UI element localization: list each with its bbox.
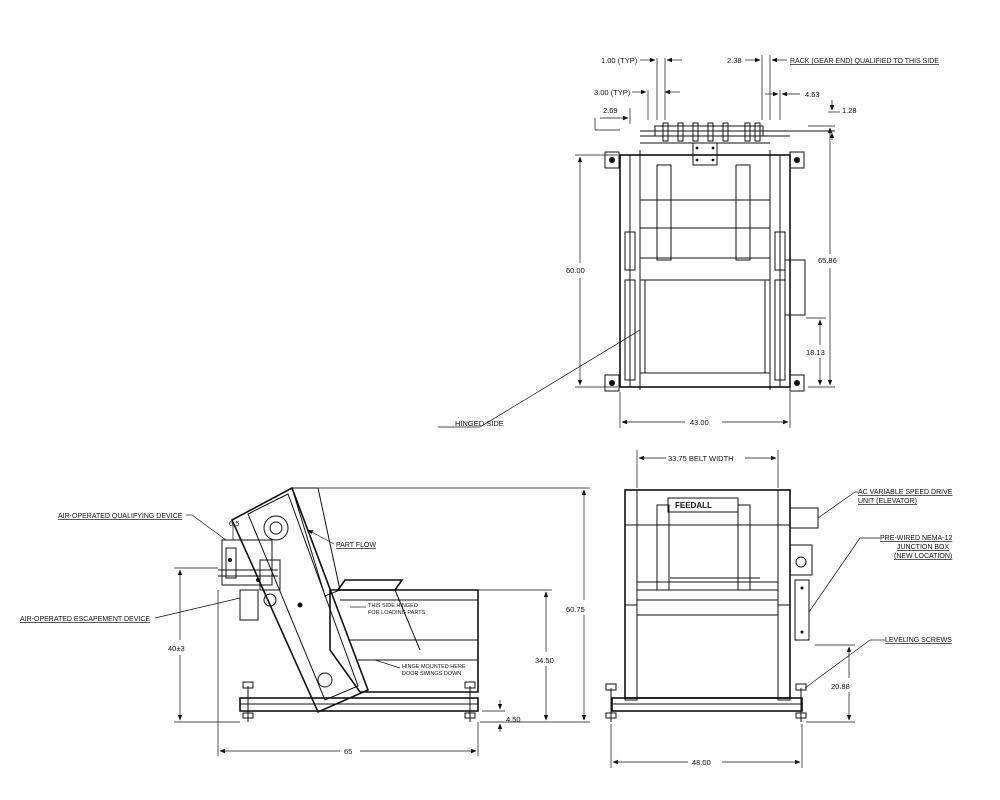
incline-elevator	[230, 486, 370, 714]
note-escapement-device: AIR-OPERATED ESCAPEMENT DEVICE	[20, 616, 150, 623]
note-drive-unit-1: AC VARIABLE SPEED DRIVE	[858, 489, 953, 496]
dim-1-28: 1.28	[842, 106, 857, 115]
note-drive-unit-2: UNIT (ELEVATOR)	[858, 498, 917, 505]
junction-box	[794, 579, 810, 641]
dim-2-38: 2.38	[727, 56, 742, 65]
leveling-foot	[795, 683, 807, 722]
note-for-loading-parts: FOR LOADING PARTS	[368, 610, 426, 616]
corner-pad	[604, 374, 620, 392]
drive-motor	[789, 507, 819, 529]
note-junction-box-1: PRE-WIRED NEMA-12	[880, 535, 952, 542]
dim-belt-width: 33.75 BELT WIDTH	[668, 454, 734, 463]
corner-pad	[604, 151, 620, 169]
note-part-flow: PART FLOW	[336, 542, 376, 549]
dim-60-00: 60.00	[566, 266, 585, 275]
hopper-lid	[336, 579, 404, 591]
note-hinged-side: HINGED SIDE	[455, 419, 504, 428]
dim-18-13: 18.13	[806, 348, 825, 357]
note-door-swings: DOOR SWINGS DOWN	[402, 671, 461, 677]
rack-pins	[662, 122, 761, 142]
end-view: FEEDALL AC VARIABLE SPEED DRIVE UNIT (EL…	[605, 450, 953, 768]
hopper	[329, 589, 479, 693]
leveling-foot	[605, 683, 617, 722]
corner-pad	[789, 374, 805, 392]
feedall-logo: FEEDALL	[675, 501, 712, 510]
dim-60-75: 60.75	[566, 605, 585, 614]
dim-2-69: 2.69	[603, 106, 618, 115]
dim-1-00-typ: 1.00 (TYP)	[601, 56, 638, 65]
qualifier-assembly	[221, 539, 273, 586]
feedall-logo-plate	[667, 497, 739, 513]
note-qualifying-device: AIR-OPERATED QUALIFYING DEVICE	[58, 513, 183, 520]
top-view: 60.00 65.86 18.13 43.00 1.00 (TYP) 3.00 …	[438, 55, 939, 428]
qualifier-plate	[692, 142, 718, 166]
note-this-side-hinged: THIS SIDE HINGED	[368, 603, 418, 609]
note-junction-box-2: JUNCTION BOX	[897, 544, 949, 551]
dim-4-50: 4.50	[506, 715, 521, 724]
end-body	[624, 489, 791, 699]
dim-40-3: 40±3	[168, 644, 185, 653]
drive-box	[784, 259, 806, 316]
leveling-foot	[242, 681, 254, 722]
note-hinge-mounted: HINGE MOUNTED HERE	[402, 664, 466, 670]
top-view-frame	[619, 154, 791, 388]
corner-pad	[789, 151, 805, 169]
dim-3-00-typ: 3.00 (TYP)	[594, 88, 631, 97]
side-view: 60.75 34.50 4.50 40±3 65 6.5 AIR-OPERATE…	[20, 486, 590, 756]
dim-34-50: 34.50	[535, 656, 554, 665]
dim-65-86: 65.86	[818, 256, 837, 265]
dim-4-63: 4.63	[805, 90, 820, 99]
dim-48-00: 48.00	[692, 758, 711, 767]
dim-6-5: 6.5	[229, 519, 239, 528]
note-leveling-screws: LEVELING SCREWS	[885, 637, 952, 644]
dim-43-00: 43.00	[690, 418, 709, 427]
note-rack-gear-end: RACK (GEAR END) QUALIFIED TO THIS SIDE	[790, 58, 939, 65]
dim-65: 65	[344, 747, 352, 756]
belt	[636, 581, 779, 601]
escapement-cylinder	[239, 589, 259, 621]
dim-20-88: 20.88	[831, 682, 850, 691]
note-junction-box-3: (NEW LOCATION)	[894, 553, 952, 560]
leveling-foot	[464, 681, 476, 722]
